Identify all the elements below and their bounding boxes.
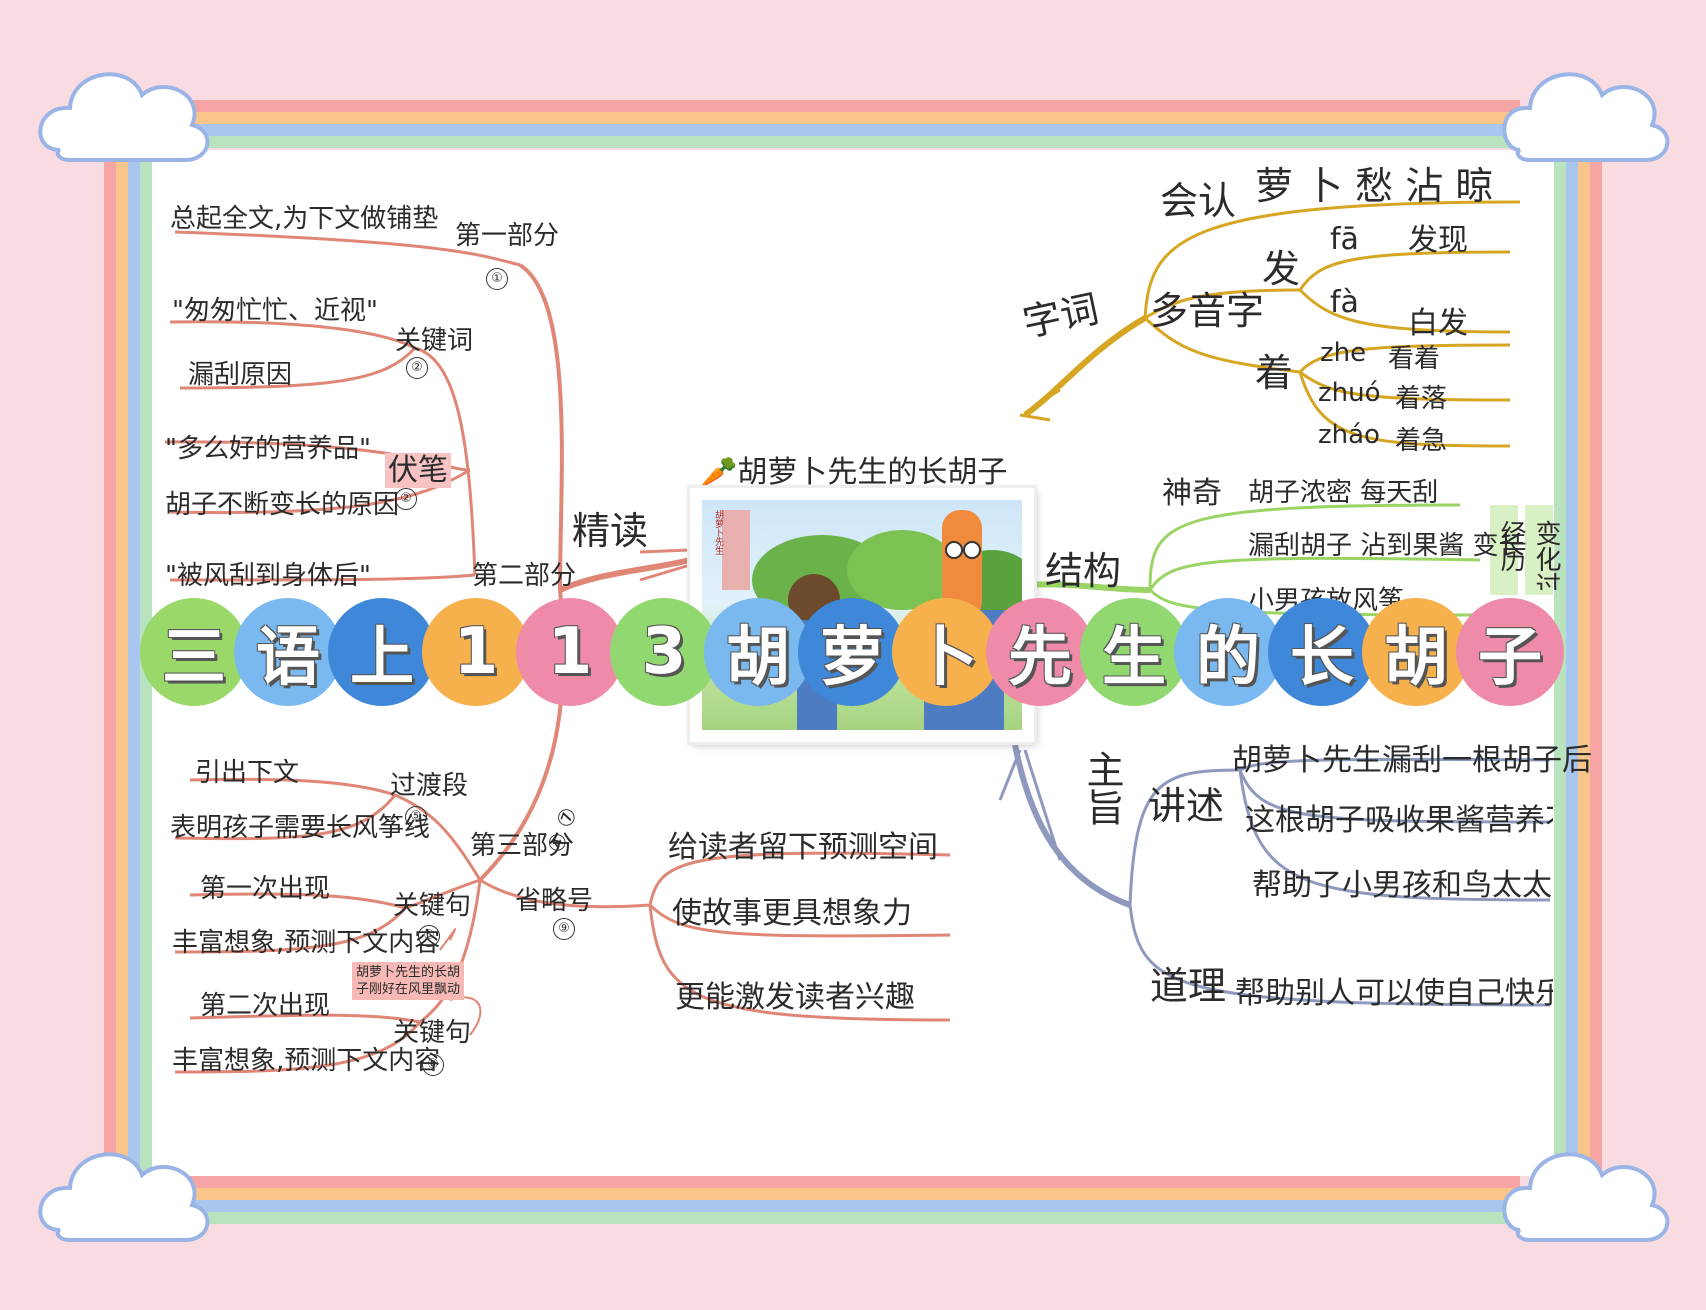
structure-item-2: 漏刮胡子 沾到果酱 变长	[1248, 531, 1525, 561]
part3-label: 第三部分	[470, 831, 575, 861]
structure-tag-experience: 经历	[1496, 520, 1526, 572]
part3-note-line-1: 胡萝卜先生的长胡	[356, 965, 461, 980]
book-cover-label: 胡萝卜先生	[713, 510, 723, 555]
part3-transition-label: 过渡段	[390, 771, 469, 801]
polyphone-fa-word-2: 白发	[1408, 306, 1468, 341]
part1-label: 第一部分	[455, 221, 560, 251]
central-title: 🥕胡萝卜先生的长胡子	[700, 447, 1007, 491]
part2-foreshadow-number: ②	[395, 488, 417, 510]
theme-narrate-item-2: 这根胡子吸收果酱营养不断变长	[1245, 803, 1553, 838]
part3-key1-item-1: 第一次出现	[200, 874, 331, 904]
cloud-icon-bottom-left	[38, 1152, 210, 1242]
rainbow-border-left	[104, 150, 152, 1180]
part2-label: 第二部分	[472, 561, 577, 591]
part2-keyword-item-2: 漏刮原因	[188, 360, 293, 390]
part3-key1-item-2: 丰富想象,预测下文内容	[172, 928, 441, 958]
theme-reason-text: 帮助别人可以使自己快乐	[1235, 976, 1553, 1011]
ellipsis-label: 省略号	[515, 886, 594, 916]
title-char-9: 卜	[892, 598, 1000, 706]
part3-key2-item-1: 第二次出现	[200, 991, 331, 1021]
polyphone-zhe-pinyin-1: zhe	[1320, 338, 1367, 368]
branch-close-reading: 精读	[572, 509, 649, 553]
title-char-1: 三	[140, 598, 248, 706]
ellipsis-item-3: 更能激发读者兴趣	[675, 980, 915, 1015]
title-char-11: 生	[1080, 598, 1188, 706]
cloud-icon-bottom-right	[1502, 1152, 1670, 1242]
title-char-4: 1	[422, 598, 530, 706]
polyphone-zhe-word-2: 着落	[1395, 384, 1448, 414]
cloud-icon-top-left	[38, 72, 210, 162]
part3-key2-number: ⑧	[422, 1054, 444, 1076]
part1-note: 总起全文,为下文做铺垫	[170, 204, 439, 234]
words-recognize-chars: 萝 卜 愁 沾 晾	[1255, 164, 1494, 208]
theme-narrate-item-3: 帮助了小男孩和鸟太太	[1252, 868, 1552, 903]
part3-key2-label: 关键句	[393, 1018, 472, 1048]
title-char-3: 上	[328, 598, 436, 706]
central-title-text: 胡萝卜先生的长胡子	[737, 455, 1008, 490]
structure-magic: 神奇	[1162, 476, 1222, 511]
theme-branches	[998, 744, 1551, 1007]
part2-wind-item: "被风刮到身体后"	[165, 561, 371, 591]
part3-transition-item-2: 表明孩子需要长风筝线	[170, 813, 431, 843]
title-char-7: 胡	[704, 598, 812, 706]
part2-keyword-item-1: "匆匆忙忙、近视"	[172, 296, 378, 326]
polyphone-zhe-word-1: 看着	[1388, 344, 1441, 374]
part3-note: 胡萝卜先生的长胡 子刚好在风里飘动	[352, 962, 465, 1000]
polyphone-fa-pinyin-1: fā	[1330, 222, 1359, 257]
rainbow-border-top	[190, 100, 1520, 148]
title-char-12: 的	[1174, 598, 1282, 706]
title-char-13: 长	[1268, 598, 1376, 706]
part2-keyword-number: ②	[406, 357, 428, 379]
part2-foreshadow-label: 伏笔	[385, 445, 451, 489]
theme-reason-label: 道理	[1150, 964, 1227, 1008]
part2-foreshadow-item-1: "多么好的营养品"	[165, 434, 371, 464]
structure-item-1: 胡子浓密 每天刮	[1248, 478, 1439, 508]
ellipsis-item-1: 给读者留下预测空间	[668, 830, 938, 865]
part2-foreshadow-item-2: 胡子不断变长的原因	[165, 490, 400, 520]
part3-key1-number: ⑥	[418, 925, 440, 947]
part3-transition-number: ⑤	[405, 806, 427, 828]
structure-tag-change: 变化过	[1531, 520, 1561, 590]
polyphone-zhe-pinyin-3: zháo	[1318, 420, 1380, 450]
cloud-icon-top-right	[1502, 72, 1670, 162]
title-char-5: 1	[516, 598, 624, 706]
polyphone-fa-word-1: 发现	[1408, 223, 1468, 258]
title-char-2: 语	[234, 598, 342, 706]
title-char-10: 先	[986, 598, 1094, 706]
rainbow-border-bottom	[190, 1176, 1520, 1224]
part3-note-line-2: 子刚好在风里飘动	[356, 982, 461, 997]
title-char-15: 子	[1456, 598, 1564, 706]
polyphone-zhe-pinyin-2: zhuó	[1318, 378, 1381, 408]
polyphone-zhe-word-3: 着急	[1395, 426, 1448, 456]
polyphone-zhe-char: 着	[1255, 351, 1294, 395]
ellipsis-number: ⑨	[553, 918, 575, 940]
ellipsis-item-2: 使故事更具想象力	[672, 896, 912, 931]
polyphone-fa-pinyin-2: fà	[1330, 285, 1359, 320]
branch-structure: 结构	[1045, 549, 1122, 593]
words-branches	[1019, 200, 1521, 448]
branch-theme: 主旨	[1080, 750, 1124, 826]
theme-narrate-label: 讲述	[1148, 784, 1225, 828]
theme-narrate-item-1: 胡萝卜先生漏刮一根胡子后	[1232, 743, 1592, 778]
part3-transition-item-1: 引出下文	[195, 758, 300, 788]
title-char-14: 胡	[1362, 598, 1470, 706]
part3-key1-label: 关键句	[393, 891, 472, 921]
part2-keyword-label: 关键词	[395, 326, 474, 356]
polyphone-fa-char: 发	[1262, 247, 1301, 291]
title-char-8: 萝	[798, 598, 906, 706]
title-char-6: 3	[610, 598, 718, 706]
words-polyphone-label: 多音字	[1150, 289, 1265, 333]
part1-number: ①	[486, 268, 508, 290]
words-recognize-label: 会认	[1160, 179, 1237, 223]
foreshadow-highlight: 伏笔	[385, 453, 451, 488]
carrot-icon: 🥕	[700, 455, 738, 490]
part3-key2-item-2: 丰富想象,预测下文内容	[172, 1046, 441, 1076]
